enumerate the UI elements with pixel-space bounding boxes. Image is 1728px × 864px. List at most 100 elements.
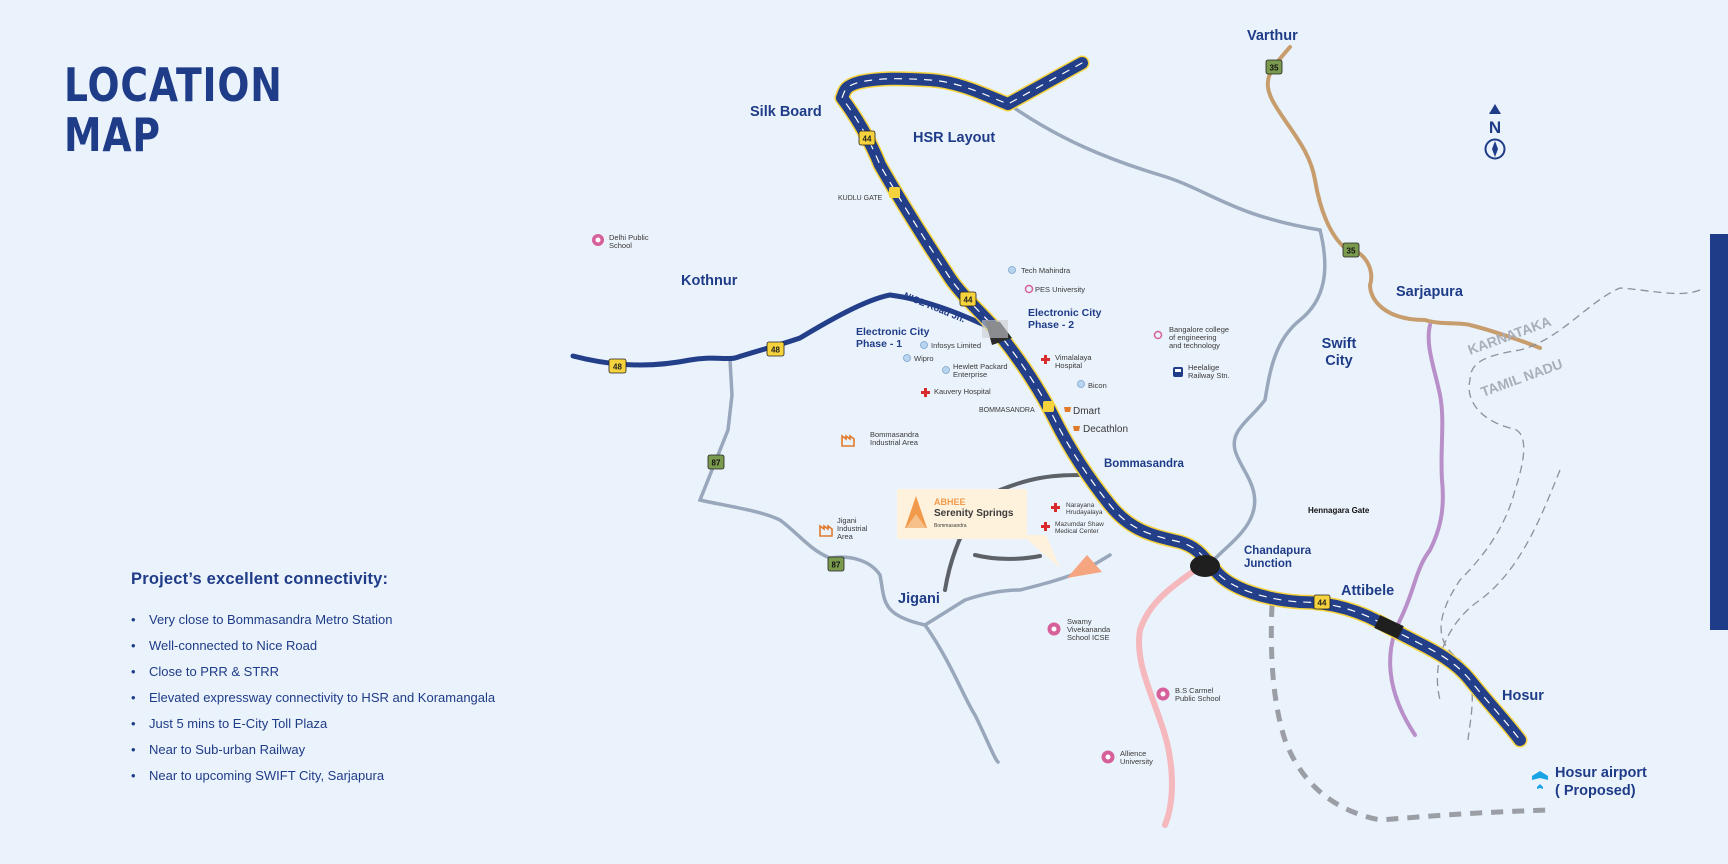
place-varthur: Varthur	[1247, 28, 1298, 44]
place-ec2-phase: Phase - 2	[1028, 319, 1074, 331]
svg-text:and technology: and technology	[1169, 341, 1220, 350]
svg-text:Tech Mahindra: Tech Mahindra	[1021, 266, 1071, 275]
poi-heelalige-railway: Heelalige Railway Stn.	[1173, 363, 1230, 380]
hospital-icon	[921, 388, 930, 397]
connectivity-list: Very close to Bommasandra Metro Station …	[131, 611, 495, 793]
nh44-highway	[834, 55, 1528, 748]
sh35-shield: 35	[1265, 59, 1283, 75]
office-icon	[903, 354, 911, 362]
svg-text:Infosys Limited: Infosys Limited	[931, 341, 981, 350]
svg-text:Industrial: Industrial	[837, 524, 868, 533]
project-logo-icon	[905, 496, 927, 528]
list-item: Elevated expressway connectivity to HSR …	[131, 689, 495, 715]
pois: Delhi Public School Tech Mahindra PES Un…	[592, 187, 1230, 766]
svg-text:48: 48	[771, 346, 780, 355]
poi-tech-mahindra: Tech Mahindra	[1008, 266, 1071, 275]
poi-decathlon: Decathlon	[1073, 424, 1128, 435]
nh44-shield: 44	[858, 130, 876, 146]
place-ec2: Electronic City	[1028, 307, 1102, 319]
svg-text:44: 44	[1318, 599, 1327, 608]
place-attibele: Attibele	[1341, 583, 1394, 599]
project-name: Serenity Springs	[934, 508, 1014, 519]
place-bommasandra: Bommasandra	[1104, 458, 1184, 470]
poi-hewlett-packard: Hewlett Packard Enterprise	[942, 362, 1008, 379]
svg-text:Decathlon: Decathlon	[1083, 424, 1128, 435]
proposed-suburban-rail	[1268, 604, 1551, 823]
poi-pes-university: PES University	[1024, 284, 1085, 294]
svg-text:Area: Area	[837, 532, 854, 541]
place-labels: Varthur Silk Board HSR Layout Kothnur El…	[681, 28, 1647, 799]
svg-text:B.S Carmel: B.S Carmel	[1175, 686, 1214, 695]
list-item: Just 5 mins to E-City Toll Plaza	[131, 715, 495, 741]
cart-icon	[1064, 407, 1071, 412]
poi-vimalalaya-hospital: Vimalalaya Hospital	[1041, 353, 1092, 370]
sh87-shield: 87	[827, 556, 845, 572]
connectivity-heading: Project’s excellent connectivity:	[131, 570, 389, 588]
project-area: Bommasandra	[934, 523, 967, 529]
attibele-toll	[1374, 615, 1404, 639]
svg-text:35: 35	[1270, 64, 1279, 73]
sh87-shield: 87	[707, 454, 725, 470]
poi-delhi-public-school: Delhi Public School	[592, 233, 649, 250]
hospital-icon	[1041, 522, 1050, 531]
side-accent-bar	[1710, 234, 1728, 630]
svg-text:44: 44	[964, 296, 973, 305]
poi-wipro: Wipro	[903, 354, 934, 363]
svg-text:Mazumdar Shaw: Mazumdar Shaw	[1055, 521, 1104, 528]
poi-allience-university: Allience University	[1101, 749, 1153, 766]
poi-infosys: Infosys Limited	[920, 341, 981, 350]
svg-text:Dmart: Dmart	[1073, 406, 1100, 417]
svg-text:Bicon: Bicon	[1088, 381, 1107, 390]
hospital-icon	[1051, 503, 1060, 512]
svg-text:Bommasandra: Bommasandra	[870, 430, 920, 439]
place-swift-city: Swift	[1322, 336, 1357, 352]
place-silk-board: Silk Board	[750, 104, 822, 120]
place-hennagara-gate: Hennagara Gate	[1308, 506, 1370, 515]
svg-text:Hewlett Packard: Hewlett Packard	[953, 362, 1008, 371]
svg-text:Wipro: Wipro	[914, 354, 934, 363]
svg-text:of engineering: of engineering	[1169, 333, 1217, 342]
poi-kauvery-hospital: Kauvery Hospital	[921, 387, 991, 397]
svg-text:87: 87	[712, 459, 721, 468]
place-swift-city-2: City	[1325, 353, 1352, 369]
office-icon	[1008, 266, 1016, 274]
svg-text:Industrial Area: Industrial Area	[870, 438, 919, 447]
office-icon	[942, 366, 950, 374]
svg-text:Bangalore college: Bangalore college	[1169, 325, 1229, 334]
sh35-shield: 35	[1342, 242, 1360, 258]
place-ec1-phase: Phase - 1	[856, 338, 902, 350]
place-sarjapura: Sarjapura	[1396, 284, 1464, 300]
state-karnataka: KARNATAKA	[1466, 313, 1554, 358]
north-arrow-icon	[1489, 104, 1501, 114]
compass: N	[1484, 104, 1506, 160]
svg-text:Vivekananda: Vivekananda	[1067, 625, 1111, 634]
svg-text:Medical Center: Medical Center	[1055, 528, 1100, 535]
state-border	[1436, 287, 1701, 741]
place-kothnur: Kothnur	[681, 273, 738, 289]
poi-jigani-industrial: Jigani Industrial Area	[819, 516, 868, 541]
hospital-icon	[1041, 355, 1050, 364]
svg-text:School ICSE: School ICSE	[1067, 633, 1110, 642]
svg-text:Hospital: Hospital	[1055, 361, 1082, 370]
list-item: Close to PRR & STRR	[131, 663, 495, 689]
compass-icon	[1484, 138, 1506, 160]
pink-road	[1136, 567, 1198, 828]
place-ec1: Electronic City	[856, 326, 930, 338]
place-chandapura-junction: Junction	[1244, 558, 1292, 570]
metro-icon	[889, 187, 900, 198]
page-title-line1: LOCATION	[64, 58, 283, 112]
factory-icon	[841, 434, 855, 447]
svg-text:PES University: PES University	[1035, 285, 1085, 294]
page-title-line2: MAP	[64, 108, 161, 162]
place-jigani: Jigani	[898, 591, 940, 607]
svg-text:Hrudayalaya: Hrudayalaya	[1066, 509, 1103, 516]
list-item: Well-connected to Nice Road	[131, 637, 495, 663]
school-icon	[1153, 330, 1163, 340]
svg-text:Swamy: Swamy	[1067, 617, 1092, 626]
state-tamil-nadu: TAMIL NADU	[1479, 355, 1565, 399]
place-hsr-layout: HSR Layout	[913, 130, 995, 146]
svg-text:35: 35	[1347, 247, 1356, 256]
nh48-shield: 48	[766, 341, 785, 357]
page-title: LOCATION MAP	[64, 60, 283, 160]
project-site-marker	[1067, 555, 1102, 578]
